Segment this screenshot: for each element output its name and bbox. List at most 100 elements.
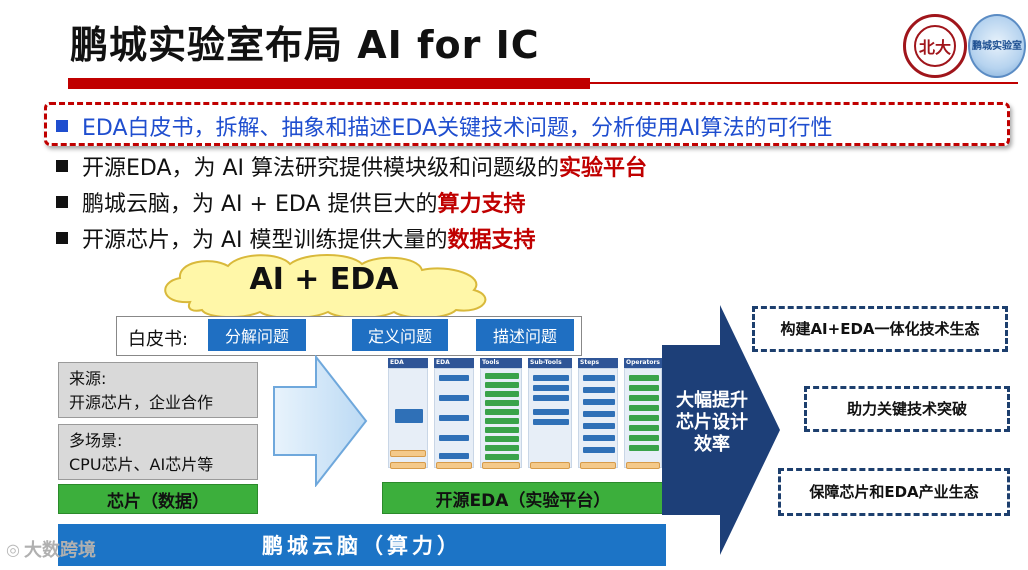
scenario-title: 多场景:	[69, 431, 123, 450]
flow-node	[485, 436, 519, 442]
outcome-tech-ecosystem: 构建AI+EDA一体化技术生态	[752, 306, 1008, 352]
flow-node	[485, 418, 519, 424]
flow-column-header: EDA Platform	[388, 358, 428, 376]
flow-node	[485, 454, 519, 460]
watermark-text: 大数跨境	[23, 540, 96, 561]
flow-node	[485, 409, 519, 415]
flow-node	[533, 385, 569, 391]
bullet-open-eda: 开源EDA，为 AI 算法研究提供模块级和问题级的实验平台	[56, 150, 647, 182]
flow-tag	[482, 462, 520, 469]
outcome-breakthrough: 助力关键技术突破	[804, 386, 1010, 432]
bullet-open-chip: 开源芯片，为 AI 模型训练提供大量的数据支持	[56, 222, 536, 254]
flow-node	[583, 411, 615, 417]
flow-column	[578, 368, 618, 468]
flow-column	[624, 368, 662, 468]
flow-column-header: Operators	[624, 358, 662, 368]
flow-node	[629, 425, 659, 431]
flow-node	[629, 385, 659, 391]
flow-tag	[530, 462, 570, 469]
flow-node	[485, 373, 519, 379]
flow-node	[485, 382, 519, 388]
open-eda-flow-diagram: EDA Platform EDA Modules Tools Sub-Tools…	[382, 358, 664, 476]
flow-node	[533, 375, 569, 381]
flow-node	[629, 415, 659, 421]
flow-node	[583, 387, 615, 393]
flow-node	[533, 409, 569, 415]
bullet-text: 鹏城云脑，为 AI + EDA 提供巨大的	[82, 192, 438, 217]
flow-node	[439, 453, 469, 459]
define-problem-box: 定义问题	[352, 319, 448, 351]
flow-column-header: Sub-Tools	[528, 358, 572, 368]
title-underline-line	[590, 82, 1018, 84]
flow-node	[533, 419, 569, 425]
bullet-square-icon	[56, 160, 68, 172]
flow-column-header: Steps	[578, 358, 618, 368]
flow-node	[485, 445, 519, 451]
scenario-panel: 多场景: CPU芯片、AI芯片等	[58, 424, 258, 480]
bullet-square-icon	[56, 196, 68, 208]
pengcheng-lab-logo: 鹏城实验室	[968, 14, 1026, 78]
flow-node	[583, 399, 615, 405]
cloud-label: AI + EDA	[249, 262, 399, 297]
bullet-highlight: 算力支持	[437, 192, 526, 217]
bullet-highlight: 实验平台	[559, 156, 648, 181]
source-title: 来源:	[69, 369, 107, 388]
flow-column	[528, 368, 572, 468]
flow-node	[629, 405, 659, 411]
chevron-arrow-icon	[662, 305, 780, 555]
flow-column-header: Tools	[480, 358, 522, 368]
slide-title: 鹏城实验室布局 AI for IC	[70, 23, 540, 67]
decompose-problem-box: 分解问题	[208, 319, 306, 351]
flow-node	[629, 375, 659, 381]
watermark: ◎ 大数跨境	[6, 536, 96, 562]
right-arrow-icon	[273, 355, 368, 487]
open-eda-bar: 开源EDA（实验平台）	[382, 482, 664, 514]
flow-node	[439, 395, 469, 401]
highlight-dashed-box	[44, 102, 1010, 146]
watermark-icon: ◎	[6, 539, 20, 559]
efficiency-text: 大幅提升芯片设计效率	[676, 390, 748, 455]
flow-tag	[626, 462, 660, 469]
pcl-logo-text: 鹏城实验室	[972, 40, 1022, 52]
flow-tag	[390, 450, 426, 457]
bullet-square-icon	[56, 232, 68, 244]
scenario-text: CPU芯片、AI芯片等	[69, 455, 214, 474]
chip-data-bar: 芯片（数据）	[58, 484, 258, 514]
whitepaper-label: 白皮书:	[128, 329, 189, 350]
flow-node	[629, 395, 659, 401]
flow-node	[439, 415, 469, 421]
flow-node	[629, 445, 659, 451]
bullet-square-icon	[56, 120, 68, 132]
bullet-text: 开源EDA，为 AI 算法研究提供模块级和问题级的	[82, 156, 560, 181]
bullet-cloud-brain: 鹏城云脑，为 AI + EDA 提供巨大的算力支持	[56, 186, 525, 218]
flow-tag	[390, 462, 426, 469]
cloud-shape	[164, 254, 487, 318]
flow-node	[583, 423, 615, 429]
pku-logo: 北大	[903, 14, 967, 78]
flow-tag	[436, 462, 472, 469]
flow-node	[485, 391, 519, 397]
flow-tag	[580, 462, 616, 469]
flow-node	[583, 435, 615, 441]
flow-node	[485, 427, 519, 433]
title-underline-bar	[68, 78, 590, 89]
flow-column	[434, 368, 474, 468]
flow-node	[583, 447, 615, 453]
flow-node	[439, 375, 469, 381]
flow-column-header: EDA Modules	[434, 358, 474, 376]
bullet-whitepaper: EDA白皮书，拆解、抽象和描述EDA关键技术问题，分析使用AI算法的可行性	[56, 110, 833, 142]
source-panel: 来源: 开源芯片，企业合作	[58, 362, 258, 418]
pku-logo-mark: 北大	[914, 25, 956, 67]
cloud-brain-bar: 鹏城云脑（算力）	[58, 524, 666, 566]
flow-node	[439, 435, 469, 441]
source-text: 开源芯片，企业合作	[69, 393, 214, 412]
flow-node	[629, 435, 659, 441]
describe-problem-box: 描述问题	[476, 319, 574, 351]
flow-node	[485, 400, 519, 406]
flow-node	[395, 409, 423, 423]
flow-node	[533, 395, 569, 401]
bullet-text: 开源芯片，为 AI 模型训练提供大量的	[82, 228, 448, 253]
outcome-industry-ecosystem: 保障芯片和EDA产业生态	[778, 468, 1010, 516]
flow-column	[480, 368, 522, 468]
bullet-highlight: 数据支持	[447, 228, 536, 253]
